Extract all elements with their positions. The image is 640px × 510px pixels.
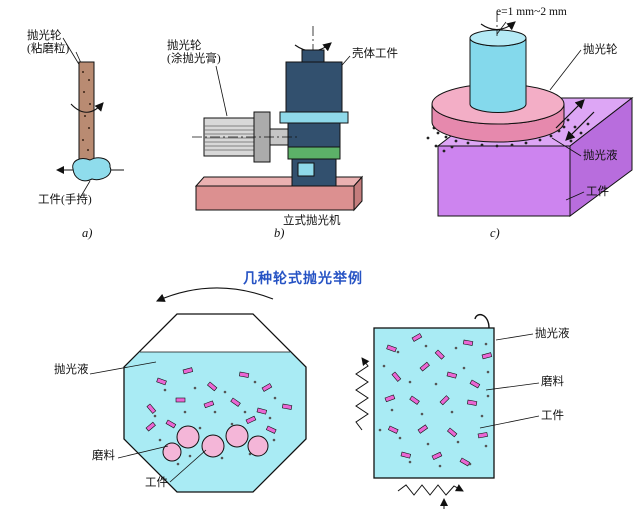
workpiece-chips bbox=[384, 333, 493, 467]
fig-d-workpiece-label: 工件 bbox=[145, 477, 168, 489]
block-front-face bbox=[437, 145, 571, 217]
drum-liquid bbox=[124, 352, 306, 492]
fig-a-tag: a) bbox=[82, 226, 93, 240]
fig-a-workpiece-label: 工件(手持) bbox=[38, 194, 92, 206]
rotation-arrow bbox=[480, 21, 516, 31]
fig-c-tag: c) bbox=[490, 226, 500, 240]
vertical-polisher bbox=[194, 49, 364, 212]
fig-b-tag: b) bbox=[274, 226, 285, 240]
fig-c-liquid-label: 抛光液 bbox=[583, 150, 618, 162]
column-window bbox=[297, 162, 315, 177]
figure-b bbox=[192, 26, 364, 212]
fig-e-liquid-label: 抛光液 bbox=[535, 328, 570, 340]
fig-a-wheel-label-line2: (粘磨粒) bbox=[27, 43, 70, 55]
buff-wheel-laminations bbox=[204, 125, 254, 151]
cylinder-side bbox=[469, 37, 527, 113]
fig-d-abrasive-label: 磨料 bbox=[92, 450, 115, 462]
fig-b-wheel-label-line2: (涂抛光膏) bbox=[167, 53, 221, 65]
rotation-arrow bbox=[70, 102, 104, 113]
vibration-wave-bottom bbox=[397, 484, 464, 496]
figure-d bbox=[89, 287, 307, 493]
fig-d-liquid-label: 抛光液 bbox=[54, 364, 89, 376]
fig-c-gap-label: e=1 mm~2 mm bbox=[496, 6, 567, 18]
polishing-slurry-speckles bbox=[426, 118, 590, 153]
rotation-arrow bbox=[155, 287, 274, 302]
caption: 几种轮式抛光举例 bbox=[243, 272, 363, 287]
abrasive-grains bbox=[153, 380, 277, 466]
figure-a bbox=[56, 37, 124, 199]
fig-b-wheel-label: 抛光轮 (涂抛光膏) bbox=[167, 40, 221, 66]
vibration-wave-left bbox=[355, 357, 370, 431]
abrasive-grains bbox=[378, 342, 490, 468]
figure-c bbox=[426, 12, 634, 217]
fig-a-wheel-label: 抛光轮 (粘磨粒) bbox=[27, 30, 69, 56]
oscillation-arrows bbox=[555, 99, 595, 141]
fig-b-workpiece-label: 壳体工件 bbox=[352, 48, 398, 60]
base-top-face bbox=[194, 176, 364, 187]
workpiece-chips bbox=[145, 367, 293, 434]
shell-workpiece-cap bbox=[301, 49, 325, 63]
drum-outline bbox=[123, 313, 307, 493]
fig-c-workpiece-label: 工件 bbox=[586, 186, 609, 198]
bonded-abrasive-speckles bbox=[82, 71, 91, 151]
fig-e-workpiece-label: 工件 bbox=[541, 410, 564, 422]
tank bbox=[373, 327, 495, 479]
fig-c-wheel-label: 抛光轮 bbox=[583, 44, 618, 56]
figure-e bbox=[355, 313, 540, 509]
column-green-band bbox=[287, 146, 341, 160]
base-front-face bbox=[195, 185, 355, 211]
spindle-cylinder bbox=[469, 29, 527, 113]
workpiece-balls bbox=[162, 424, 269, 462]
fig-e-abrasive-label: 磨料 bbox=[541, 376, 564, 388]
shell-workpiece-body bbox=[285, 61, 343, 113]
fig-a-wheel-label-line1: 抛光轮 bbox=[27, 30, 62, 42]
handheld-workpiece bbox=[72, 157, 112, 182]
hanger-hook bbox=[474, 313, 490, 329]
spindle-flange bbox=[279, 111, 349, 124]
fig-b-wheel-label-line1: 抛光轮 bbox=[167, 40, 202, 52]
column-upper bbox=[287, 122, 341, 148]
fig-b-machine-label: 立式抛光机 bbox=[283, 215, 341, 227]
